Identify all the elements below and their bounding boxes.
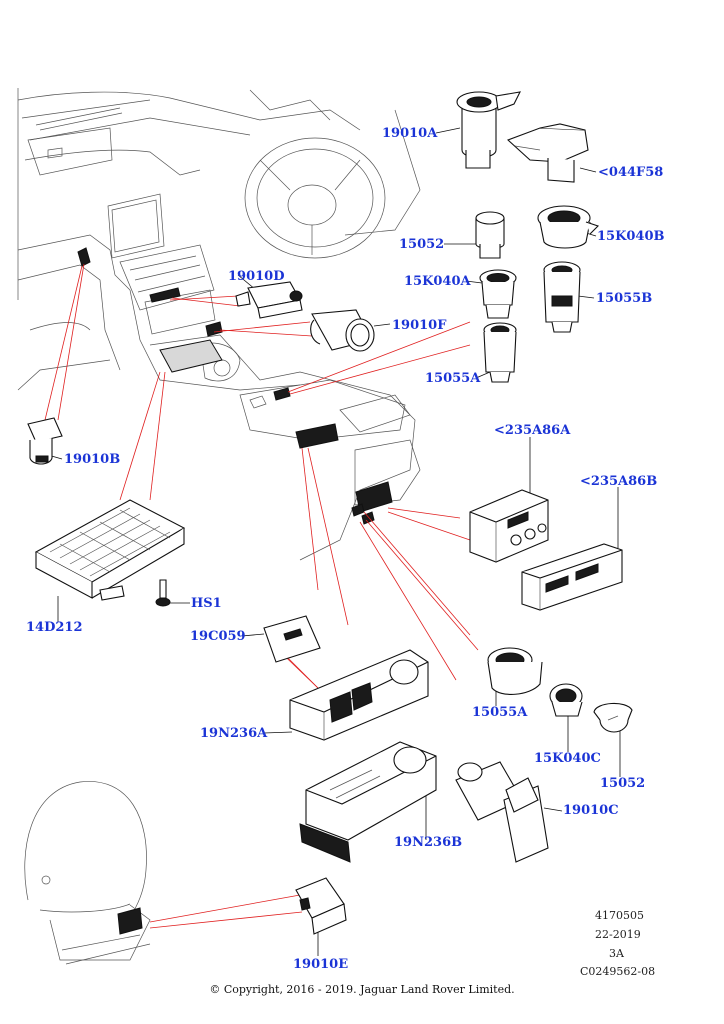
- callout-235A86A[interactable]: <235A86A: [494, 423, 571, 438]
- part-19N236B: [299, 741, 437, 863]
- leader-lines: [44, 263, 479, 929]
- part-15055A-bottom: [487, 647, 543, 695]
- callout-235A86B[interactable]: <235A86B: [580, 474, 658, 489]
- part-15K040C: [549, 683, 583, 717]
- drawing-number: 4170505: [595, 909, 644, 922]
- callout-15055B[interactable]: 15055B: [596, 291, 653, 306]
- part-15055A-top: [483, 322, 517, 383]
- part-235A86A: [469, 489, 549, 563]
- callout-19C059[interactable]: 19C059: [190, 629, 246, 644]
- callout-15K040B[interactable]: 15K040B: [597, 229, 665, 244]
- part-15K040B: [537, 205, 600, 249]
- callout-19010E[interactable]: 19010E: [293, 957, 349, 972]
- callout-15K040C[interactable]: 15K040C: [534, 751, 601, 766]
- callout-15055A-top[interactable]: 15055A: [425, 371, 481, 386]
- headrest-illustration: [24, 781, 151, 965]
- drawing-revision: 3A: [609, 947, 624, 960]
- callout-19N236B[interactable]: 19N236B: [394, 835, 463, 850]
- part-15052-top: [475, 211, 505, 259]
- callout-044F58[interactable]: <044F58: [598, 165, 664, 180]
- callout-15052-bottom[interactable]: 15052: [600, 776, 646, 791]
- part-044F58: [506, 123, 589, 183]
- part-19010F: [310, 309, 375, 352]
- callout-19010B[interactable]: 19010B: [64, 452, 121, 467]
- part-19010D: [235, 281, 303, 319]
- drawing-reference: C0249562-08: [580, 965, 656, 978]
- callout-15052-top[interactable]: 15052: [399, 237, 445, 252]
- part-19C059: [263, 615, 321, 663]
- part-15055B: [543, 261, 581, 333]
- copyright-notice: © Copyright, 2016 - 2019. Jaguar Land Ro…: [209, 983, 515, 996]
- callout-15055A-bottom[interactable]: 15055A: [472, 705, 528, 720]
- part-19010E: [295, 877, 347, 935]
- part-15K040A: [479, 269, 517, 319]
- callout-19N236A[interactable]: 19N236A: [200, 726, 268, 741]
- callout-15K040A[interactable]: 15K040A: [404, 274, 471, 289]
- part-19N236A: [289, 649, 429, 741]
- callout-19010F[interactable]: 19010F: [392, 318, 447, 333]
- part-19010A: [456, 91, 521, 169]
- vehicle-interior-illustration: [17, 88, 421, 561]
- callout-14D212[interactable]: 14D212: [26, 620, 83, 635]
- callout-19010D[interactable]: 19010D: [228, 269, 285, 284]
- callout-19010C[interactable]: 19010C: [563, 803, 619, 818]
- callout-HS1[interactable]: HS1: [191, 596, 222, 611]
- part-15052-bottom: [593, 702, 633, 733]
- part-19010B: [27, 417, 63, 465]
- callout-19010A[interactable]: 19010A: [382, 126, 438, 141]
- part-19010C: [455, 761, 549, 863]
- part-HS1: [155, 579, 171, 607]
- part-235A86B: [521, 543, 623, 611]
- part-14D212: [34, 499, 186, 601]
- drawing-date: 22-2019: [595, 928, 641, 941]
